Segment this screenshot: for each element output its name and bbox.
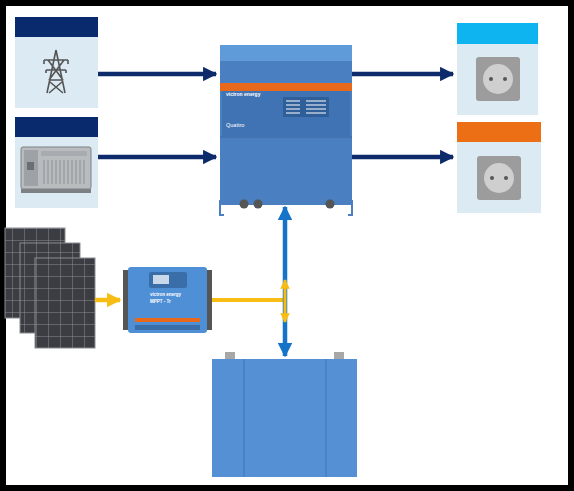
card-panel <box>457 44 538 115</box>
solar-flow-arrow <box>284 280 287 322</box>
card-panel <box>15 137 98 208</box>
card-panel <box>15 37 98 108</box>
card-header <box>15 17 98 37</box>
card-panel <box>457 142 541 213</box>
controller-box: victron energyMPPT - Tr <box>128 267 207 333</box>
inverter-charger <box>220 45 352 215</box>
brand-label: victron energy <box>226 92 260 97</box>
card-header <box>457 23 538 44</box>
socket-icon <box>477 156 521 200</box>
charge-controller <box>123 267 212 333</box>
dc-wire <box>212 298 283 302</box>
power-arrow <box>98 72 216 77</box>
inverter-box: victron energyQuattro <box>220 45 352 205</box>
solar-arrow <box>95 298 120 303</box>
socket-icon <box>476 57 520 101</box>
solar-panels <box>5 228 95 348</box>
brand-label: victron energy <box>150 293 181 298</box>
card-header <box>15 117 98 137</box>
power-arrow <box>98 155 216 160</box>
card-header <box>457 122 541 142</box>
model-label: MPPT - Tr <box>150 300 171 305</box>
battery <box>212 352 357 477</box>
battery-arrow <box>283 207 288 356</box>
power-arrow <box>352 72 453 77</box>
pylon-icon <box>44 50 68 93</box>
model-label: Quattro <box>226 123 244 129</box>
power-arrow <box>352 155 453 160</box>
generator-icon <box>21 147 91 193</box>
